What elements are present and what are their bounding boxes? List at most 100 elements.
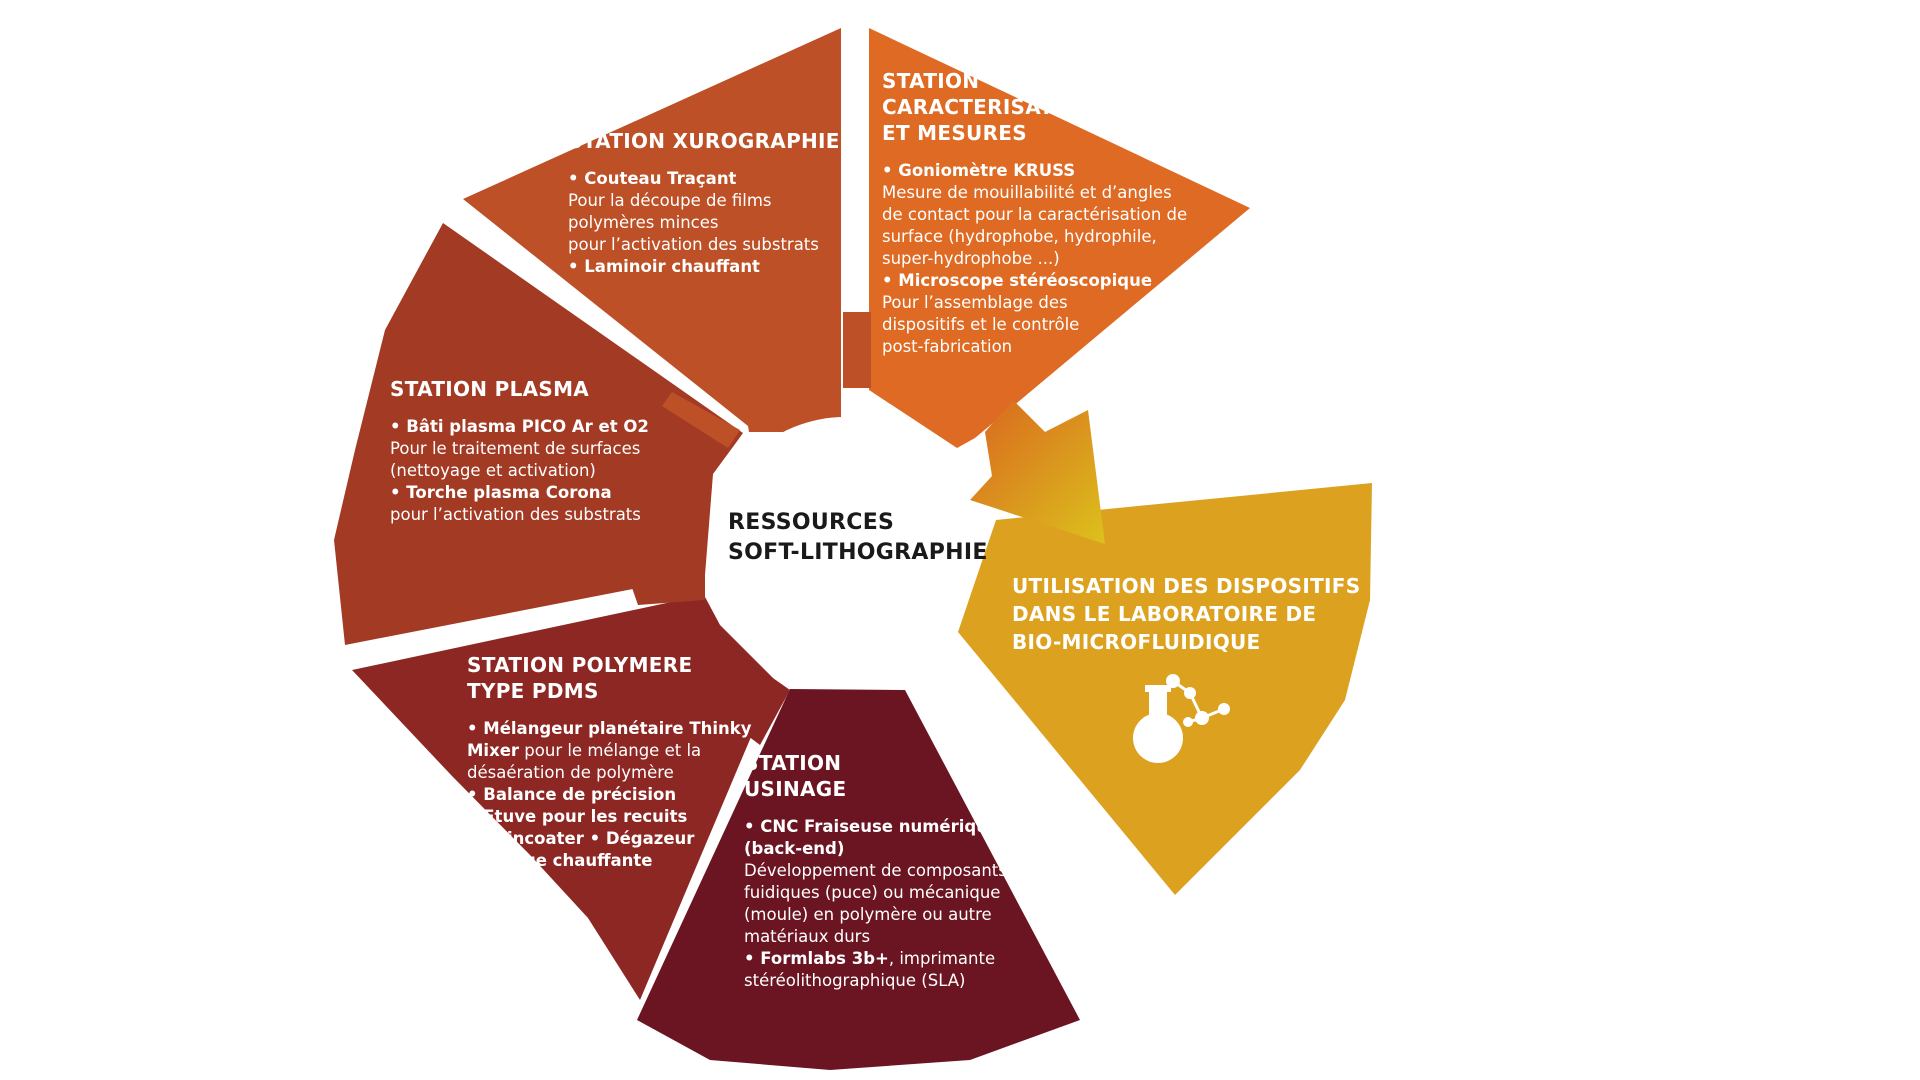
station-line: Pour l’assemblage des (882, 292, 1187, 314)
station-line-text: (moule) en polymère ou autre (744, 905, 992, 924)
station-line-text: (nettoyage et activation) (390, 461, 596, 480)
segment-usinage (637, 689, 1080, 1070)
station-line: • Laminoir chauffant (568, 256, 840, 278)
station-line-text: Pour l’assemblage des (882, 293, 1068, 312)
station-line: Pour la découpe de films (568, 190, 840, 212)
station-line-text: • Bâti plasma PICO Ar et O2 (390, 417, 649, 436)
station-title-line: USINAGE (744, 777, 847, 801)
station-line-text: Développement de composants (744, 861, 1007, 880)
station-line-text: matériaux durs (744, 927, 871, 946)
center-hole (710, 417, 980, 687)
station-line-text: Mesure de mouillabilité et d’angles (882, 183, 1172, 202)
station-line: • Balance de précision (467, 784, 752, 806)
station-line-text: de contact pour la caractérisation de (882, 205, 1188, 224)
station-line-text: Mixer (467, 741, 520, 760)
station-line-text: • Plaque chauffante (467, 851, 653, 870)
station-line: de contact pour la caractérisation de (882, 204, 1187, 226)
station-line-text: Pour le traitement de surfaces (390, 439, 641, 458)
station-line-text: • CNC Fraiseuse numérique (744, 817, 1000, 836)
station-line: Mesure de mouillabilité et d’angles (882, 182, 1187, 204)
station-line: fuidiques (puce) ou mécanique (744, 882, 1007, 904)
station-line-text: • Microscope stéréoscopique (882, 271, 1153, 290)
station-line: désaération de polymère (467, 762, 752, 784)
station-line-text: post-fabrication (882, 337, 1013, 356)
station-line: dispositifs et le contrôle (882, 314, 1187, 336)
station-line-text: • Balance de précision (467, 785, 677, 804)
station-title-line: ET MESURES (882, 121, 1027, 145)
connector-top (843, 312, 871, 388)
station-title: STATION XUROGRAPHIE (568, 128, 840, 154)
station-line: • Etuve pour les recuits (467, 806, 752, 828)
station-line: (moule) en polymère ou autre (744, 904, 1007, 926)
station-line-text: polymères minces (568, 213, 719, 232)
connector-bottom (740, 676, 790, 745)
station-line-text: • Laminoir chauffant (568, 257, 760, 276)
station-line: • Plaque chauffante (467, 850, 752, 872)
station-line-text: • Formlabs 3b+ (744, 949, 889, 968)
segment-caracterisation (869, 28, 1250, 448)
station-line: (nettoyage et activation) (390, 460, 649, 482)
station-line: polymères minces (568, 212, 840, 234)
station-title-line: STATION POLYMERE (467, 653, 693, 677)
station-line: super-hydrophobe ...) (882, 248, 1187, 270)
station-line: pour l’activation des substrats (390, 504, 649, 526)
direction-arrow (970, 400, 1105, 544)
station-line: • Formlabs 3b+, imprimante (744, 948, 1007, 970)
station-title: STATION PLASMA (390, 376, 649, 402)
station-line-text: fuidiques (puce) ou mécanique (744, 883, 1001, 902)
station-plasma-text: STATION PLASMA • Bâti plasma PICO Ar et O… (390, 376, 649, 526)
station-line: matériaux durs (744, 926, 1007, 948)
utilisation-line: BIO-MICROFLUIDIQUE (1012, 630, 1261, 654)
station-line-text: • Goniomètre KRUSS (882, 161, 1076, 180)
station-line-text: super-hydrophobe ...) (882, 249, 1060, 268)
station-line-text: pour l’activation des substrats (390, 505, 641, 524)
station-line-text: stéréolithographique (SLA) (744, 971, 966, 990)
station-line: • CNC Fraiseuse numérique (744, 816, 1007, 838)
station-line: • Couteau Traçant (568, 168, 840, 190)
station-line: • Spincoater • Dégazeur (467, 828, 752, 850)
segment-plasma (334, 223, 743, 645)
station-line-text: désaération de polymère (467, 763, 674, 782)
station-line: surface (hydrophobe, hydrophile, (882, 226, 1187, 248)
station-line-text: Pour la découpe de films (568, 191, 772, 210)
station-title-line: STATION XUROGRAPHIE (568, 129, 840, 153)
station-line: • Mélangeur planétaire Thinky (467, 718, 752, 740)
station-line: • Torche plasma Corona (390, 482, 649, 504)
station-line: • Microscope stéréoscopique (882, 270, 1187, 292)
station-title-line: TYPE PDMS (467, 679, 599, 703)
station-line-text: • Mélangeur planétaire Thinky (467, 719, 752, 738)
station-line: post-fabrication (882, 336, 1187, 358)
station-line-rest: pour le mélange et la (519, 741, 702, 760)
station-title-line: STATION (744, 751, 842, 775)
station-line: stéréolithographique (SLA) (744, 970, 1007, 992)
center-line-1: RESSOURCES (728, 510, 895, 535)
station-line-text: pour l’activation des substrats (568, 235, 819, 254)
utilisation-line: UTILISATION DES DISPOSITIFS (1012, 574, 1361, 598)
station-line-text: surface (hydrophobe, hydrophile, (882, 227, 1157, 246)
connector-lower-left (630, 575, 705, 605)
station-line: Développement de composants (744, 860, 1007, 882)
station-title-line: CARACTERISATION (882, 95, 1096, 119)
flask-molecule-icon (1133, 674, 1230, 763)
station-line-text: • Etuve pour les recuits (467, 807, 688, 826)
segment-xurographie (463, 28, 841, 432)
station-line-text: • Torche plasma Corona (390, 483, 612, 502)
station-title-line: STATION PLASMA (390, 377, 590, 401)
center-label: RESSOURCES SOFT-LITHOGRAPHIE (728, 508, 988, 568)
station-line-text: dispositifs et le contrôle (882, 315, 1080, 334)
connector-left (662, 392, 740, 448)
station-line-rest: , imprimante (888, 949, 996, 968)
station-title-line: STATION (882, 69, 980, 93)
station-line: • Goniomètre KRUSS (882, 160, 1187, 182)
segment-polymere (352, 595, 775, 1000)
station-line-text: • Spincoater • Dégazeur (467, 829, 695, 848)
